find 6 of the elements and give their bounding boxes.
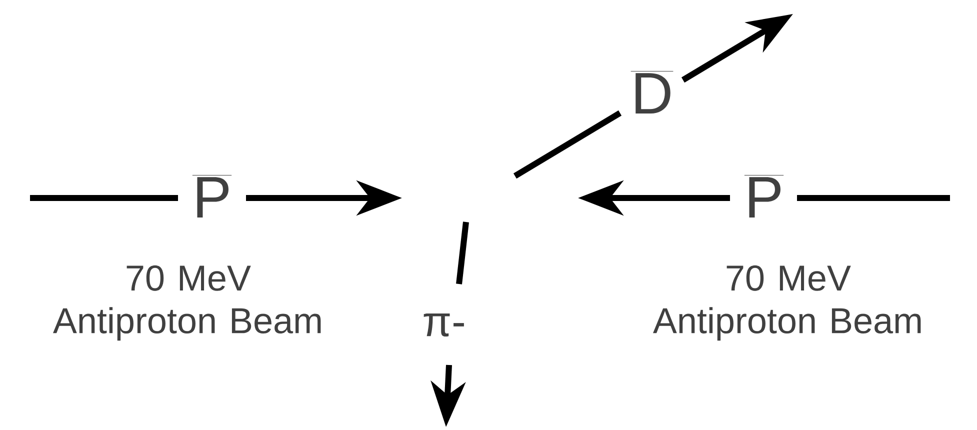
particle-label: $\overline{\mathrm{D}}$ — [630, 71, 674, 114]
beam-energy-label: 70 MeV Antiproton Beam — [53, 265, 321, 341]
particle-label: $\overline{\mathrm{P}}$ — [744, 175, 784, 218]
beam-energy-label: 70 MeV Antiproton Beam — [653, 265, 921, 341]
particle-label: π- — [424, 314, 464, 336]
particle-label: $\overline{\mathrm{P}}$ — [192, 175, 232, 218]
